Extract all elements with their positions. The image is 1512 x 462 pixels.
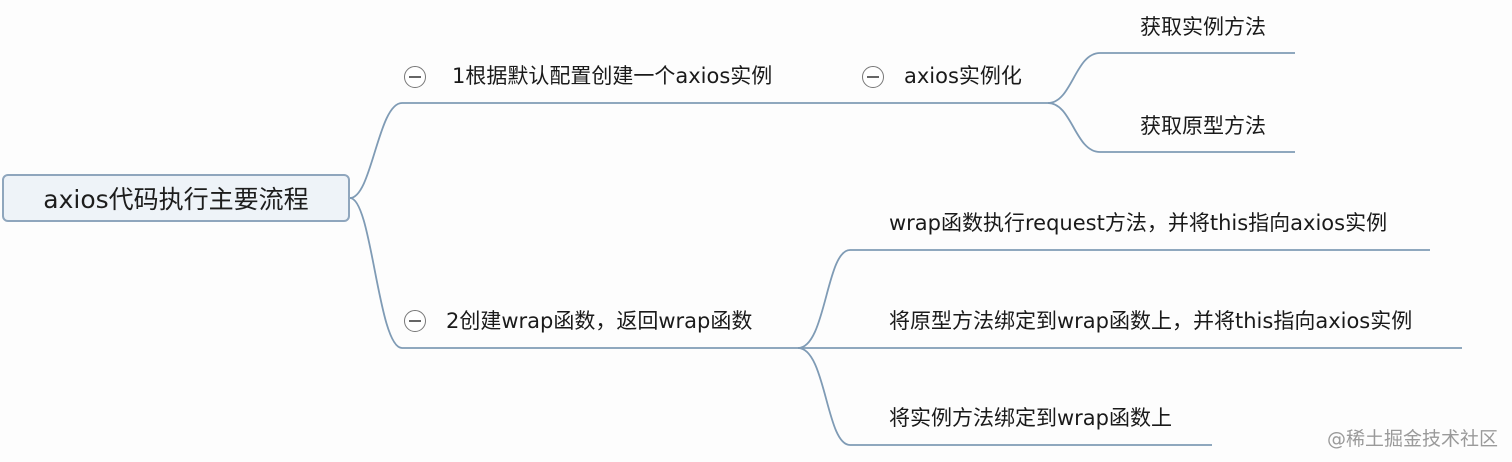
collapse-branch1-icon[interactable]: [404, 66, 426, 88]
topic-branch2[interactable]: 2创建wrap函数，返回wrap函数: [446, 309, 753, 333]
topic-bind-prototype[interactable]: 将原型方法绑定到wrap函数上，并将this指向axios实例: [889, 309, 1413, 333]
topic-get-prototype-methods[interactable]: 获取原型方法: [1140, 114, 1266, 138]
topic-instantiate[interactable]: axios实例化: [904, 64, 1022, 88]
watermark: @稀土掘金技术社区: [1326, 428, 1498, 450]
connector-instantiate-child2: [1047, 102, 1101, 153]
connector-instantiate-child1: [1047, 52, 1101, 104]
topic-bind-instance[interactable]: 将实例方法绑定到wrap函数上: [889, 406, 1173, 430]
connector-branch2-child1: [797, 249, 851, 349]
topic-branch1[interactable]: 1根据默认配置创建一个axios实例: [452, 64, 773, 88]
connector-root-branch2: [349, 197, 403, 349]
topic-wrap-exec-request[interactable]: wrap函数执行request方法，并将this指向axios实例: [889, 211, 1388, 235]
root-topic-label: axios代码执行主要流程: [43, 185, 309, 214]
root-topic[interactable]: axios代码执行主要流程: [2, 174, 350, 222]
collapse-branch2-icon[interactable]: [404, 310, 426, 332]
connector-branch2-child3: [797, 347, 851, 446]
topic-get-instance-methods[interactable]: 获取实例方法: [1140, 15, 1266, 39]
connector-root-branch1: [349, 102, 403, 199]
collapse-instantiate-icon[interactable]: [862, 66, 884, 88]
